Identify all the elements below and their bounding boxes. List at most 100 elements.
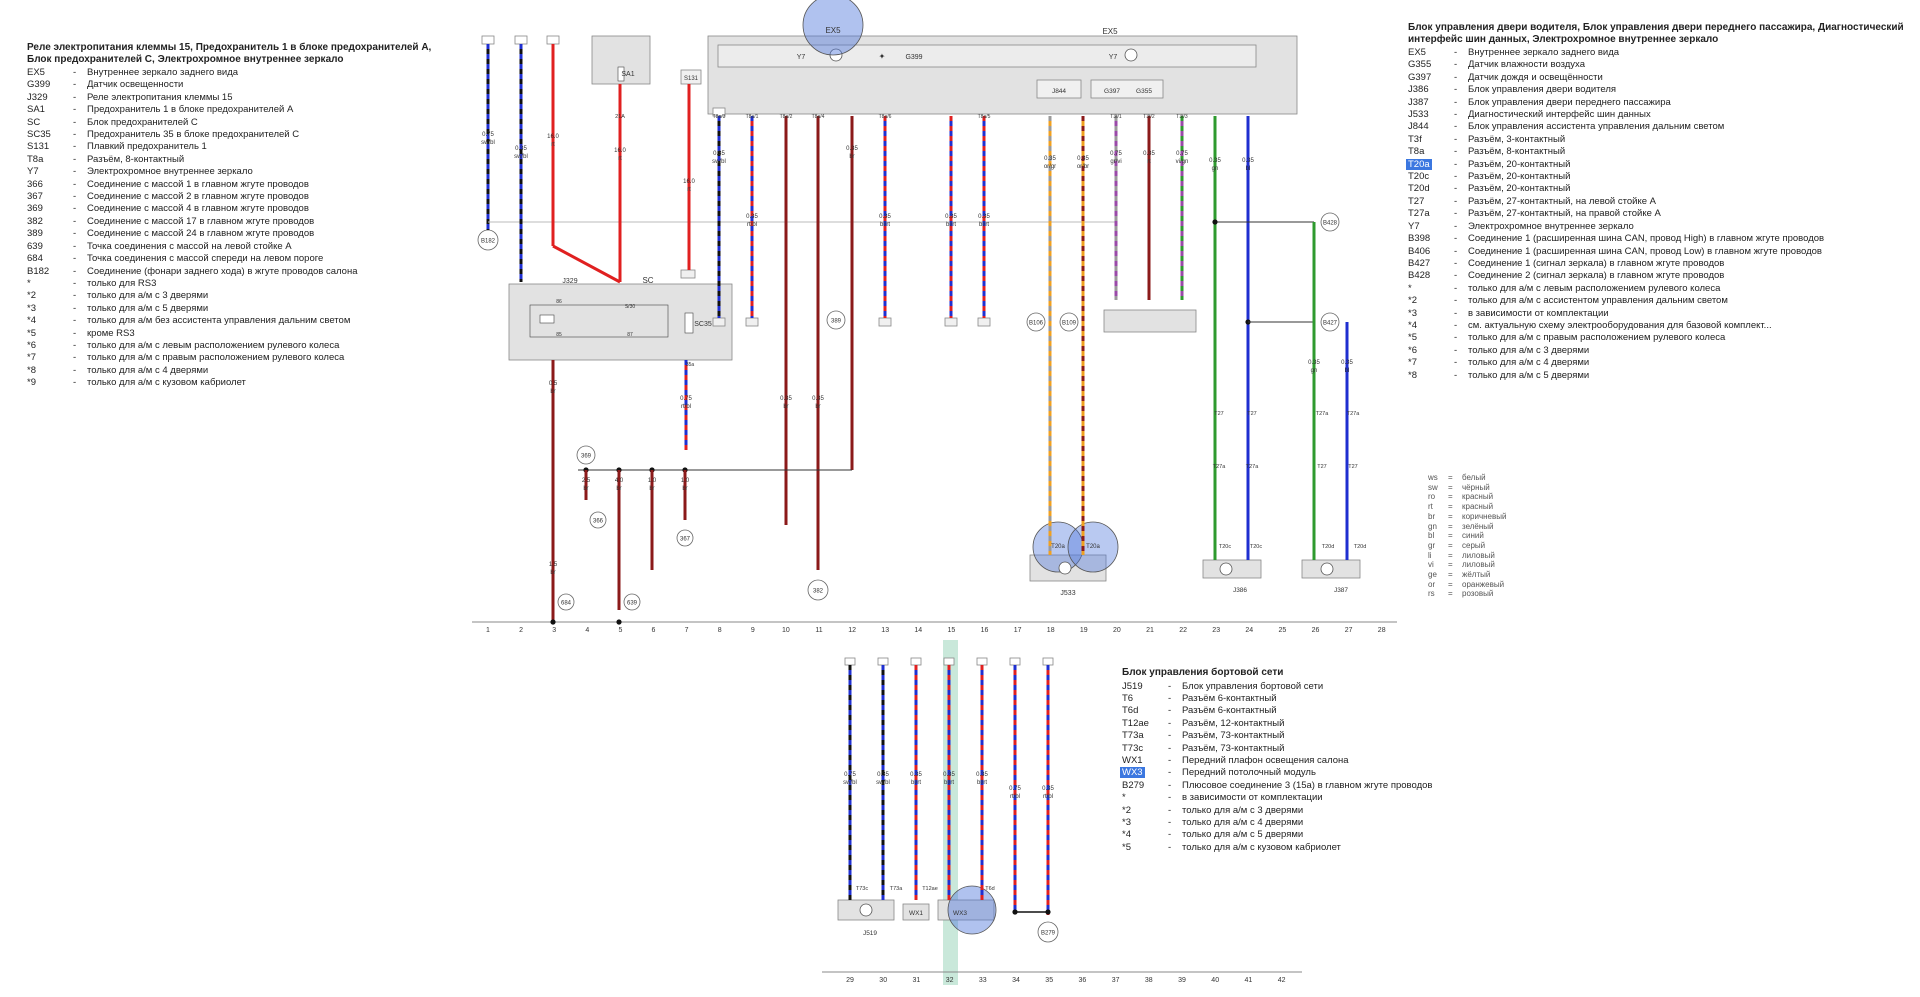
can-bus-icon <box>859 903 873 917</box>
wire-size-label: 0.35 <box>1242 158 1254 164</box>
legend-description: Соединение с массой 17 в главном жгуте п… <box>87 215 315 227</box>
legend-dash: - <box>73 327 77 339</box>
connector-tab <box>1009 657 1021 666</box>
connector-tab <box>878 317 892 327</box>
legend-code: 366 <box>27 178 43 190</box>
connector-tab <box>712 317 726 327</box>
legend-code: S131 <box>27 141 50 153</box>
legend-code: SC <box>27 116 41 128</box>
legend-dash: - <box>73 339 77 351</box>
connector-tab <box>944 317 958 327</box>
ground-point-label: B279 <box>1041 931 1056 937</box>
wire-size-label: 2.5 <box>582 478 591 484</box>
color-name: жёлтый <box>1462 570 1491 580</box>
equals-sign: = <box>1448 531 1453 541</box>
wire-size-label: 4.0 <box>615 478 624 484</box>
legend-dash: - <box>1454 369 1458 381</box>
legend-description: Датчик дождя и освещённости <box>1468 71 1603 83</box>
component-label-pin_t8a_4: T8a/4 <box>812 114 825 120</box>
legend-description: только для RS3 <box>87 277 157 289</box>
wire-size-label: 1.5 <box>549 562 558 568</box>
wire-col3-diag <box>552 244 621 284</box>
legend-dash: - <box>73 240 77 252</box>
component-label-t20a: T20a <box>1051 544 1065 550</box>
legend-description: Разъём, 20-контактный <box>1468 183 1571 195</box>
can-bus-icon <box>1058 561 1072 575</box>
wire-color-label: rt/bl <box>1010 794 1020 800</box>
wire-color-label: or/br <box>1077 164 1089 170</box>
equals-sign: = <box>1448 560 1453 570</box>
component-label-ex5: EX5 <box>1102 27 1118 36</box>
component-label-g399: G399 <box>905 54 922 61</box>
component-label-t27a: T27a <box>1347 411 1360 417</box>
legend-code: Y7 <box>27 166 39 178</box>
legend-dash: - <box>1454 158 1458 170</box>
legend-dash: - <box>73 116 77 128</box>
legend-entry: J386-Блок управления двери водителя <box>1408 84 1908 96</box>
legend-dash: - <box>73 166 77 178</box>
legend-description: Диагностический интерфейс шин данных <box>1468 109 1651 121</box>
legend-entry: WX1-Передний плафон освещения салона <box>1122 755 1542 767</box>
legend-dash: - <box>1168 841 1172 853</box>
wire-size-label: 0.35 <box>713 151 725 157</box>
legend-entry: *5-кроме RS3 <box>27 328 457 340</box>
equals-sign: = <box>1448 579 1453 589</box>
ruler-number: 6 <box>652 627 656 634</box>
color-code-entry: ws=белый <box>1428 473 1506 483</box>
color-abbrev: br <box>1428 511 1436 521</box>
fuse-icon <box>617 66 625 82</box>
legend-code: *4 <box>27 315 36 327</box>
component-label-pin_t3f_1: T3f/1 <box>1110 114 1122 120</box>
wire-size-label: 0.75 <box>1110 151 1122 157</box>
relay-j329-outline <box>529 304 669 338</box>
ground-684 <box>557 593 575 611</box>
wire-size-label: 0.75 <box>1176 151 1188 157</box>
legend-dash: - <box>1454 84 1458 96</box>
component-label-t6d: T6d <box>985 886 994 892</box>
legend-entry: *7-только для а/м с правым расположением… <box>27 352 457 364</box>
legend-description: Плюсовое соединение 3 (15a) в главном жг… <box>1182 779 1433 791</box>
legend-dash: - <box>1168 829 1172 841</box>
color-name: чёрный <box>1462 482 1490 492</box>
color-name: коричневый <box>1462 511 1507 521</box>
ruler-number: 29 <box>846 977 854 984</box>
legend-description: Соединение (фонари заднего хода) в жгуте… <box>87 265 358 277</box>
legend-description: только для а/м с кузовом кабриолет <box>87 377 246 389</box>
light-sensor-icon: ✦ <box>879 52 886 61</box>
wire-size-label: 0.35 <box>879 214 891 220</box>
legend-dash: - <box>73 215 77 227</box>
component-label-j519: J519 <box>863 930 877 937</box>
wire-color-label: bl <box>1345 368 1350 374</box>
legend-entry: 684-Точка соединения с массой спереди на… <box>27 253 457 265</box>
color-code-entry: gn=зелёный <box>1428 522 1506 532</box>
wire-size-label: 16.0 <box>547 134 559 140</box>
legend-entry: T3f-Разъём, 3-контактный <box>1408 134 1908 146</box>
equals-sign: = <box>1448 550 1453 560</box>
ground-point-label: 367 <box>680 537 691 543</box>
ruler-number: 27 <box>1345 627 1353 634</box>
junction-dot <box>1212 219 1218 225</box>
ruler-number: 10 <box>782 627 790 634</box>
ruler-number: 32 <box>946 977 954 984</box>
legend-code: *6 <box>1408 344 1417 356</box>
wire-color-label: rt <box>1147 159 1151 165</box>
legend-description: Разъём, 3-контактный <box>1468 133 1566 145</box>
color-code-entry: rs=розовый <box>1428 589 1506 599</box>
legend-description: Разъём, 27-контактный, на правой стойке … <box>1468 208 1661 220</box>
connector-tab <box>877 657 889 666</box>
legend-description: только для а/м с кузовом кабриолет <box>1182 841 1341 853</box>
color-abbrev: ge <box>1428 570 1437 580</box>
legend-description: только для а/м с 5 дверями <box>87 302 209 314</box>
legend-code: *6 <box>27 339 36 351</box>
legend-entry: T27-Разъём, 27-контактный, на левой стой… <box>1408 196 1908 208</box>
y7-symbol-icon <box>1124 48 1138 62</box>
legend-description: только для а/м с 3 дверями <box>1182 804 1304 816</box>
legend-code: *5 <box>1408 332 1417 344</box>
legend-code: * <box>27 277 31 289</box>
color-name: зелёный <box>1462 521 1494 531</box>
legend-code: J519 <box>1122 680 1143 692</box>
legend-entry: *8-только для а/м с 4 дверями <box>27 365 457 377</box>
ruler-number: 24 <box>1245 627 1253 634</box>
wire-size-label: 0.35 <box>846 146 858 152</box>
legend-entry: Y7-Электрохромное внутреннее зеркало <box>27 166 457 178</box>
